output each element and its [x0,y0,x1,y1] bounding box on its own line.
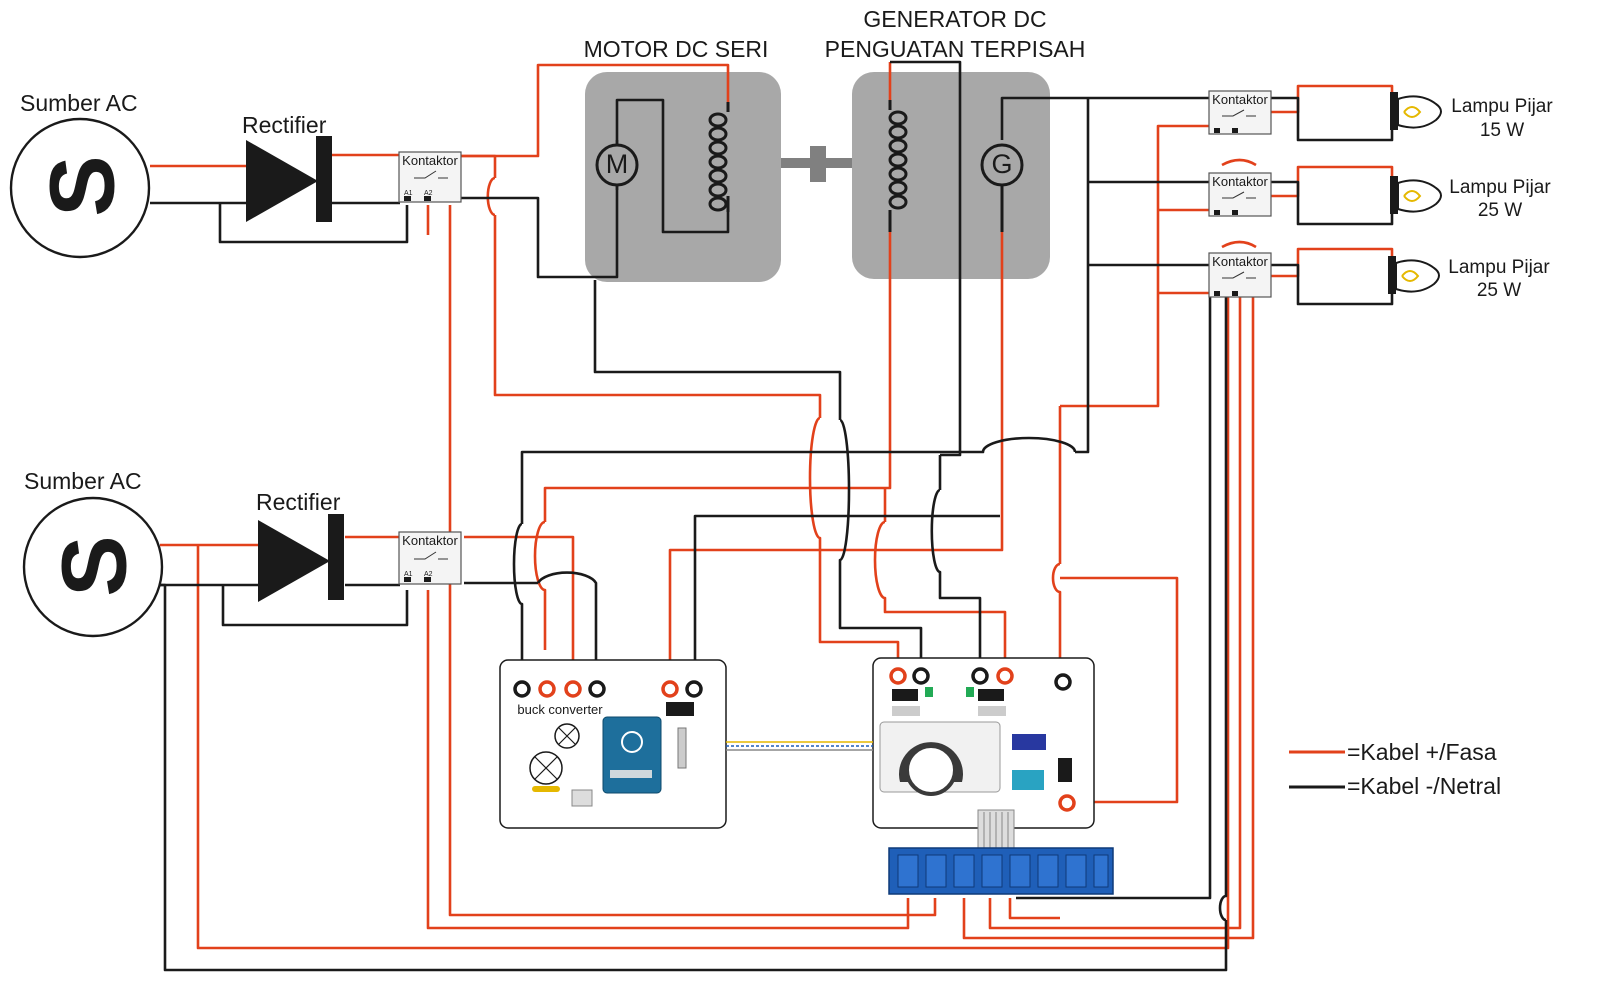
shaft-coupling [781,146,852,182]
legend: =Kabel +/Fasa =Kabel -/Netral [1289,739,1501,799]
positive-wires [150,62,1394,950]
ac-source-top-label: Sumber AC [20,90,138,116]
lamp-1-icon [1390,92,1442,130]
svg-text:A2: A2 [424,190,433,197]
lamp-3-icon [1388,256,1440,294]
load-contactor-1: Kontaktor [1208,90,1272,135]
buck-terminal-3 [564,680,582,698]
motor-field-coil [708,102,730,212]
lamp-3-label-line2: 25 W [1477,280,1521,301]
negative-wires [150,60,1394,972]
motor-title: MOTOR DC SERI [584,36,769,62]
contactor-bottom-label: Kontaktor [402,533,458,548]
contactor-top-label: Kontaktor [402,153,458,168]
ac-source-top-symbol: S [31,155,133,216]
buck-converter-label: buck converter [517,702,603,717]
controller-terminal-5 [1054,673,1072,691]
contactor-top: Kontaktor A1 A2 [398,151,462,203]
relay-module [888,847,1114,895]
buck-converter-board: buck converter [499,659,727,829]
motor-symbol: M [606,149,629,179]
legend-negative-label: =Kabel -/Netral [1347,773,1501,799]
svg-text:A1: A1 [404,571,413,578]
lamp-2-label-line2: 25 W [1478,200,1522,221]
rectifier-bottom [258,514,344,602]
generator-armature: G [980,143,1024,232]
generator-field-coil [888,100,908,232]
generator-title-line2: PENGUATAN TERPISAH [825,36,1086,62]
rectifier-top-label: Rectifier [242,112,327,138]
load-contactor-2: Kontaktor [1208,172,1272,217]
serial-link [726,741,873,751]
svg-text:A2: A2 [424,571,433,578]
buck-terminal-4 [588,680,606,698]
controller-terminal-2 [912,667,930,685]
motor-box [585,72,781,282]
lamp-3-label-line1: Lampu Pijar [1448,257,1550,278]
rectifier-bottom-label: Rectifier [256,489,341,515]
generator-symbol: G [991,149,1012,179]
ac-source-bottom: S [22,496,164,638]
legend-positive-label: =Kabel +/Fasa [1347,739,1497,765]
generator-title-line1: GENERATOR DC [863,6,1046,32]
contactor-bottom: Kontaktor A1 A2 [398,531,462,585]
lamp-1-label-line2: 15 W [1480,120,1524,141]
controller-terminal-6 [1058,794,1076,812]
ribbon-cable [977,809,1015,855]
buck-terminal-5 [661,680,679,698]
svg-text:Kontaktor: Kontaktor [1212,174,1268,189]
rectifier-top [246,136,332,222]
ac-source-bottom-symbol: S [43,535,145,596]
lamp-2-label-line1: Lampu Pijar [1449,177,1551,198]
svg-text:Kontaktor: Kontaktor [1212,92,1268,107]
controller-board [872,657,1095,829]
lamp-1-label-line1: Lampu Pijar [1451,96,1553,117]
lamp-2-icon [1390,176,1442,214]
ac-source-bottom-label: Sumber AC [24,468,142,494]
buck-terminal-6 [685,680,703,698]
controller-terminal-4 [996,667,1014,685]
svg-text:A1: A1 [404,190,413,197]
buck-terminal-2 [538,680,556,698]
arduino-board [602,716,662,794]
buck-terminal-1 [513,680,531,698]
controller-terminal-1 [889,667,907,685]
motor-armature: M [595,143,639,187]
controller-terminal-3 [971,667,989,685]
load-contactor-3: Kontaktor [1208,252,1272,298]
svg-text:Kontaktor: Kontaktor [1212,254,1268,269]
ac-source-top: S [9,117,151,259]
